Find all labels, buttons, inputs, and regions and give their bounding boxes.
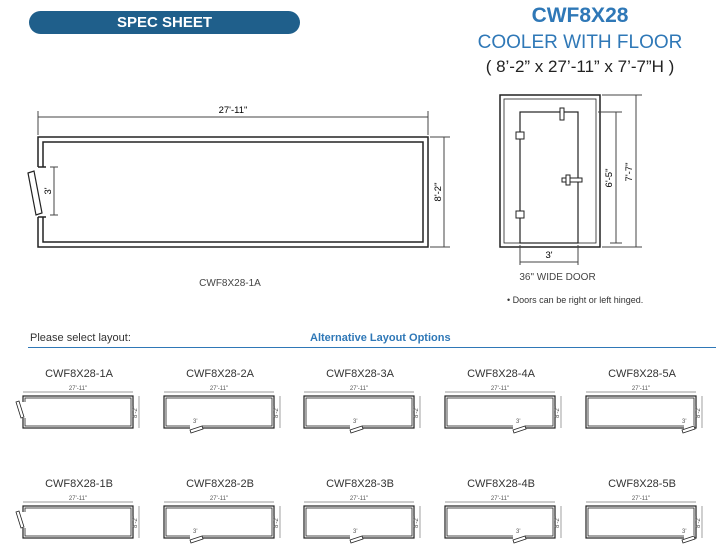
layout-option-6[interactable]: 27'-11" 8'-2" [15,492,151,550]
door-caption: 36" WIDE DOOR [519,272,596,283]
plan-width-label: 27'-11" [219,105,248,116]
layout-option-label[interactable]: CWF8X28-5A [608,368,676,380]
layout-option-label[interactable]: CWF8X28-3B [326,478,394,490]
product-subtitle: COOLER WITH FLOOR [477,32,683,53]
thumb-depth-label: 8'-2" [133,516,139,528]
thumb-door-label: 3' [353,419,357,425]
thumb-door-label: 3' [353,529,357,535]
thumb-depth-label: 8'-2" [133,406,139,418]
alternative-layouts-heading: Alternative Layout Options [310,332,451,344]
layout-option-5[interactable]: 27'-11" 8'-2" 3' [578,382,714,440]
thumb-depth-label: 8'-2" [274,516,280,528]
overall-height-label: 7'-7" [624,163,635,182]
spec-sheet-badge: SPEC SHEET [29,11,300,34]
plan-caption: CWF8X28-1A [199,278,261,289]
thumb-depth-label: 8'-2" [274,406,280,418]
thumb-width-label: 27'-11" [69,386,87,392]
model-number: CWF8X28 [531,4,629,27]
plan-door-label: 3' [43,187,54,194]
hinge-note-text: Doors can be right or left hinged. [512,295,644,305]
layout-option-label[interactable]: CWF8X28-4B [467,478,535,490]
thumb-width-label: 27'-11" [632,386,650,392]
thumb-depth-label: 8'-2" [414,406,420,418]
select-layout-prompt: Please select layout: [30,332,131,344]
thumb-width-label: 27'-11" [210,386,228,392]
thumb-width-label: 27'-11" [69,496,87,502]
overall-dimensions: ( 8’-2” x 27’-11” x 7’-7”H ) [485,57,675,76]
door-elevation-drawing: 6'-5" 7'-7" 3' [499,94,642,265]
thumb-depth-label: 8'-2" [696,406,702,418]
layout-option-label[interactable]: CWF8X28-1A [45,368,113,380]
layout-option-3[interactable]: 27'-11" 8'-2" 3' [296,382,432,440]
layout-option-4[interactable]: 27'-11" 8'-2" 3' [437,382,573,440]
thumb-width-label: 27'-11" [632,496,650,502]
plan-depth-label: 8'-2" [433,183,444,202]
thumb-depth-label: 8'-2" [414,516,420,528]
thumb-width-label: 27'-11" [491,496,509,502]
layout-option-8[interactable]: 27'-11" 8'-2" 3' [296,492,432,550]
bullet-icon: • [507,295,511,305]
section-divider [28,347,716,348]
thumb-width-label: 27'-11" [350,496,368,502]
thumb-depth-label: 8'-2" [555,406,561,418]
door-width-label: 3' [545,250,552,261]
thumb-door-label: 3' [682,529,686,535]
thumb-door-label: 3' [516,419,520,425]
layout-option-label[interactable]: CWF8X28-5B [608,478,676,490]
thumb-width-label: 27'-11" [210,496,228,502]
layout-option-10[interactable]: 27'-11" 8'-2" 3' [578,492,714,550]
thumb-width-label: 27'-11" [350,386,368,392]
layout-option-label[interactable]: CWF8X28-3A [326,368,394,380]
layout-option-label[interactable]: CWF8X28-1B [45,478,113,490]
thumb-depth-label: 8'-2" [696,516,702,528]
layout-option-label[interactable]: CWF8X28-4A [467,368,535,380]
floor-plan-drawing: 27'-11" 3' 8'-2" [27,105,450,248]
layout-option-label[interactable]: CWF8X28-2B [186,478,254,490]
layout-option-9[interactable]: 27'-11" 8'-2" 3' [437,492,573,550]
thumb-door-label: 3' [516,529,520,535]
layout-option-1[interactable]: 27'-11" 8'-2" [15,382,151,440]
hinge-note: • Doors can be right or left hinged. [507,295,643,305]
layout-option-label[interactable]: CWF8X28-2A [186,368,254,380]
layout-option-7[interactable]: 27'-11" 8'-2" 3' [156,492,292,550]
thumb-width-label: 27'-11" [491,386,509,392]
layout-option-2[interactable]: 27'-11" 8'-2" 3' [156,382,292,440]
thumb-depth-label: 8'-2" [555,516,561,528]
thumb-door-label: 3' [193,419,197,425]
thumb-door-label: 3' [682,419,686,425]
door-height-label: 6'-5" [604,169,615,188]
thumb-door-label: 3' [193,529,197,535]
